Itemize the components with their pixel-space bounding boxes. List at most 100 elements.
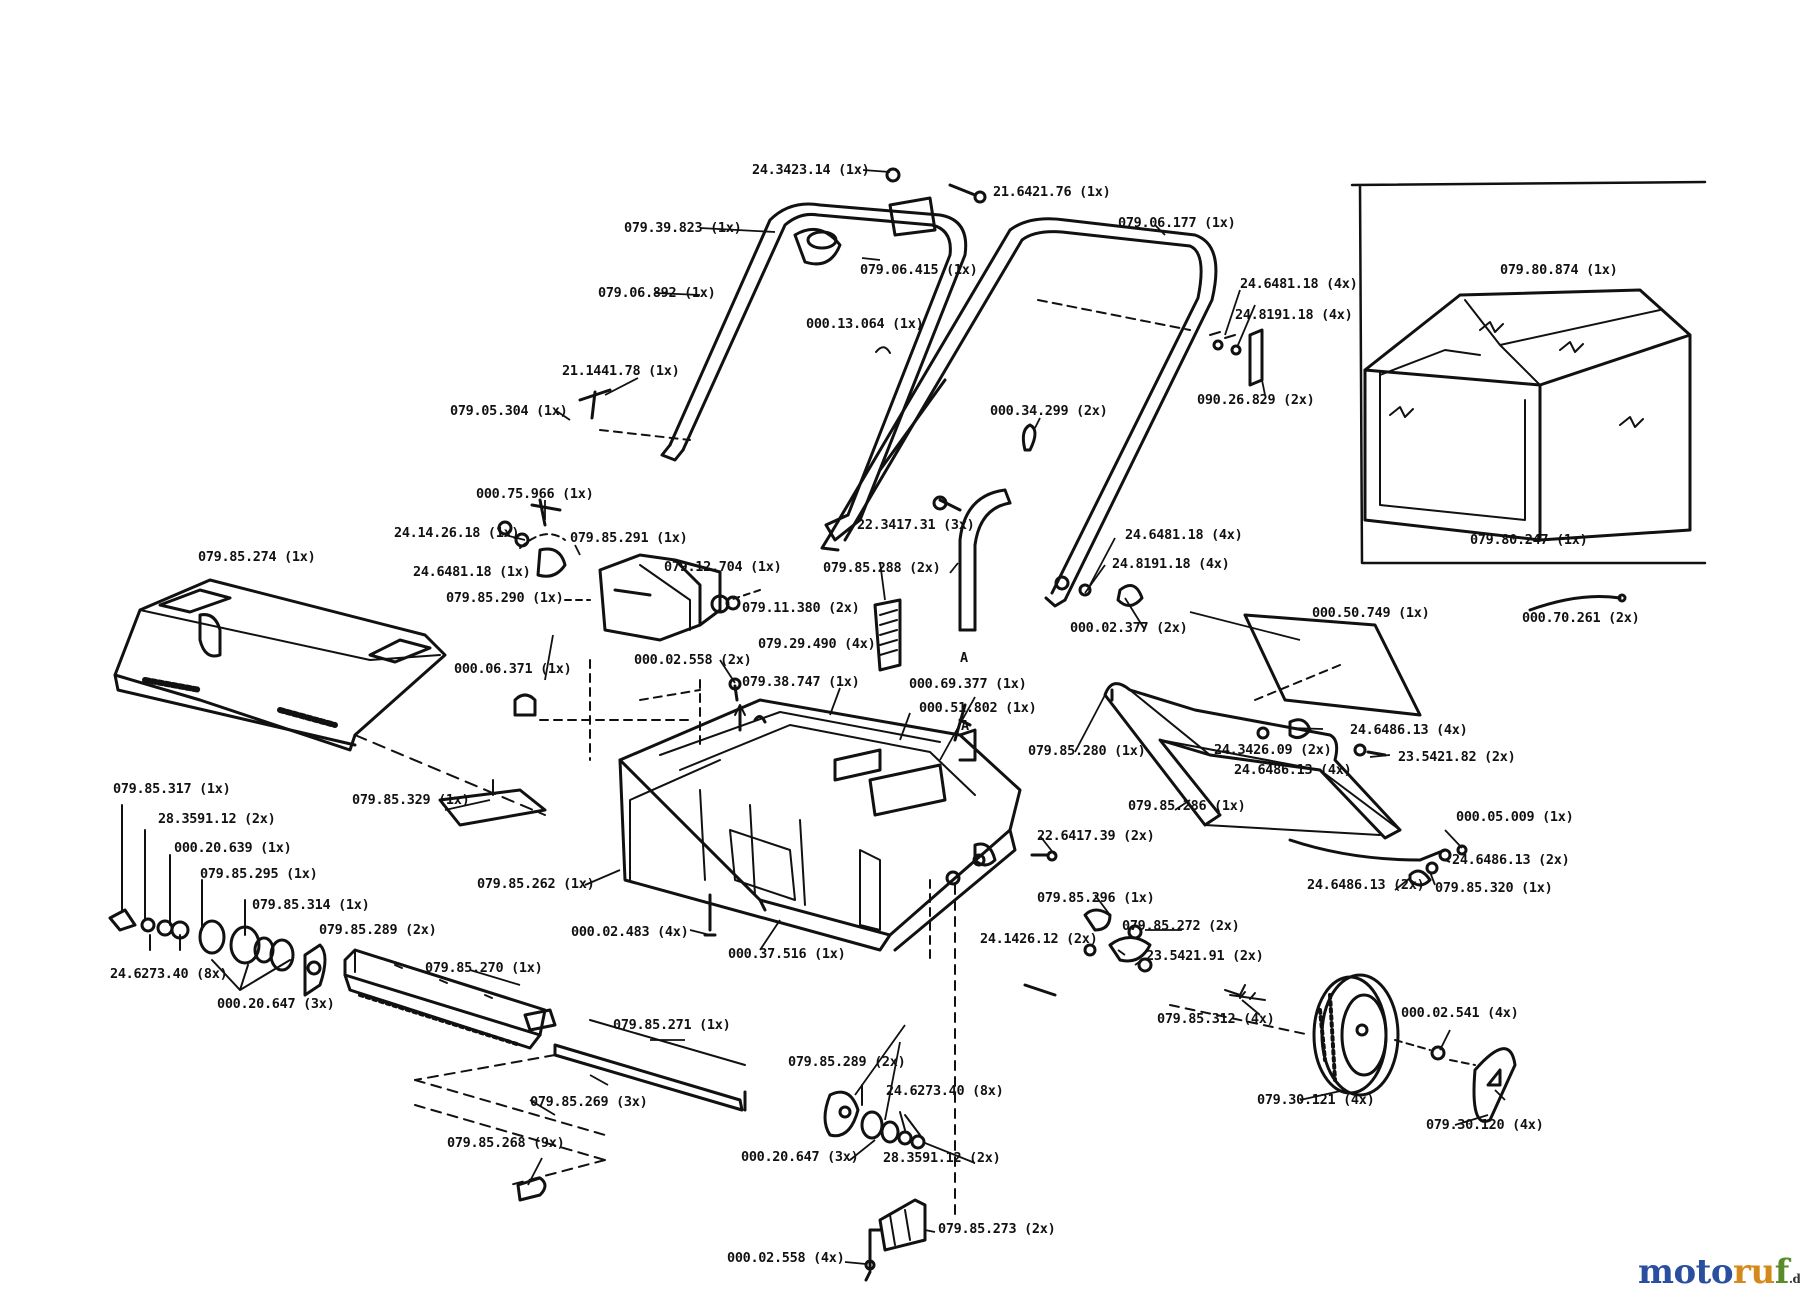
watermark-part-3: f (1774, 1252, 1790, 1292)
deck-housing (618, 698, 1058, 1216)
leader-lines (444, 169, 1506, 1265)
part-label-079-85-314: 079.85.314 (1x) (252, 897, 370, 913)
part-label-079-85-262: 079.85.262 (1x) (477, 876, 595, 892)
part-label-000-20-647-a: 000.20.647 (3x) (217, 996, 335, 1012)
part-label-23-5421-82: 23.5421.82 (2x) (1398, 749, 1516, 765)
part-label-000-20-639: 000.20.639 (1x) (174, 840, 292, 856)
part-label-000-02-377: 000.02.377 (2x) (1070, 620, 1188, 636)
tine-rod (414, 1019, 747, 1186)
part-label-24-8191-18-a: 24.8191.18 (4x) (1235, 307, 1353, 323)
part-label-079-05-304: 079.05.304 (1x) (450, 403, 568, 419)
watermark-part-2: ru (1733, 1252, 1775, 1292)
part-label-21-6421-76: 21.6421.76 (1x) (993, 184, 1111, 200)
tine-blade (516, 1176, 547, 1202)
part-label-24-6486-13-c: 24.6486.13 (2x) (1452, 852, 1570, 868)
part-label-079-85-295: 079.85.295 (1x) (200, 866, 318, 882)
motor-cover (113, 578, 546, 816)
part-label-079-85-268: 079.85.268 (9x) (447, 1135, 565, 1151)
part-label-24-6486-13-d: 24.6486.13 (2x) (1307, 877, 1425, 893)
watermark-part-4: .de (1788, 1272, 1800, 1286)
left-axle-stack (108, 804, 327, 997)
part-label-079-85-291: 079.85.291 (1x) (570, 530, 688, 546)
part-label-079-85-280: 079.85.280 (1x) (1028, 743, 1146, 759)
part-label-000-02-558-a: 000.02.558 (2x) (634, 652, 752, 668)
part-label-21-1441-78: 21.1441.78 (1x) (562, 363, 680, 379)
part-label-079-30-120: 079.30.120 (4x) (1426, 1117, 1544, 1133)
part-label-079-39-823: 079.39.823 (1x) (624, 220, 742, 236)
part-label-090-26-829: 090.26.829 (2x) (1197, 392, 1315, 408)
part-label-24-6486-13-a: 24.6486.13 (4x) (1350, 722, 1468, 738)
part-label-24-14-26-18: 24.14.26.18 (1x) (394, 525, 520, 541)
watermark-part-1: moto (1638, 1252, 1734, 1292)
part-label-24-6273-40-a: 24.6273.40 (8x) (110, 966, 228, 982)
rear-flap (1103, 613, 1422, 840)
marker-a-left: A (960, 650, 968, 666)
marker-a-right: A (961, 718, 969, 734)
part-label-079-85-288: 079.85.288 (2x) (823, 560, 941, 576)
part-label-000-70-261: 000.70.261 (2x) (1522, 610, 1640, 626)
part-label-079-85-272: 079.85.272 (2x) (1122, 918, 1240, 934)
part-label-079-85-290: 079.85.290 (1x) (446, 590, 564, 606)
part-label-079-85-286: 079.85.286 (1x) (1128, 798, 1246, 814)
part-label-000-51-802: 000.51.802 (1x) (919, 700, 1037, 716)
hub-cap (1472, 1047, 1517, 1123)
part-label-079-85-312: 079.85.312 (4x) (1157, 1011, 1275, 1027)
part-label-079-06-177: 079.06.177 (1x) (1118, 215, 1236, 231)
wheel-fixings (1023, 908, 1311, 1036)
part-label-24-6481-18-b: 24.6481.18 (4x) (1125, 527, 1243, 543)
part-label-079-85-271: 079.85.271 (1x) (613, 1017, 731, 1033)
grass-bag-inset (1350, 180, 1707, 565)
part-label-079-85-273: 079.85.273 (2x) (938, 1221, 1056, 1237)
part-label-23-5421-91: 23.5421.91 (2x) (1146, 948, 1264, 964)
part-label-000-02-483: 000.02.483 (4x) (571, 924, 689, 940)
part-label-24-8191-18-b: 24.8191.18 (4x) (1112, 556, 1230, 572)
part-label-000-20-647-b: 000.20.647 (3x) (741, 1149, 859, 1165)
part-label-079-85-289-a: 079.85.289 (2x) (319, 922, 437, 938)
part-label-079-85-274: 079.85.274 (1x) (198, 549, 316, 565)
part-label-079-06-892: 079.06.892 (1x) (598, 285, 716, 301)
part-label-079-85-296: 079.85.296 (1x) (1037, 890, 1155, 906)
part-label-079-80-874: 079.80.874 (1x) (1500, 262, 1618, 278)
part-label-000-06-371: 000.06.371 (1x) (454, 661, 572, 677)
axle-bracket (864, 1198, 927, 1282)
tine-shaft (343, 948, 557, 1050)
part-label-079-85-317: 079.85.317 (1x) (113, 781, 231, 797)
cable-part (1528, 593, 1627, 612)
handle-fixings-left (497, 388, 691, 578)
part-label-22-6417-39: 22.6417.39 (2x) (1037, 828, 1155, 844)
part-label-000-02-558-b: 000.02.558 (4x) (727, 1250, 845, 1266)
part-label-079-38-747: 079.38.747 (1x) (742, 674, 860, 690)
part-label-079-85-329: 079.85.329 (1x) (352, 792, 470, 808)
part-label-000-02-541: 000.02.541 (4x) (1401, 1005, 1519, 1021)
part-label-000-05-009: 000.05.009 (1x) (1456, 809, 1574, 825)
wheel (1312, 973, 1476, 1097)
part-label-24-3426-09: 24.3426.09 (2x) (1214, 742, 1332, 758)
part-label-079-85-320: 079.85.320 (1x) (1435, 880, 1553, 896)
lower-handle (820, 217, 1218, 608)
upper-handle (660, 167, 987, 542)
part-label-079-29-490: 079.29.490 (4x) (758, 636, 876, 652)
part-label-079-30-121: 079.30.121 (4x) (1257, 1092, 1375, 1108)
motoruf-watermark-logo: motoruf.de (1638, 1252, 1800, 1292)
part-label-24-6481-18-c: 24.6481.18 (1x) (413, 564, 531, 580)
part-label-000-34-299: 000.34.299 (2x) (990, 403, 1108, 419)
part-label-000-75-966: 000.75.966 (1x) (476, 486, 594, 502)
motor-unit (539, 553, 761, 761)
part-label-28-3591-12-a: 28.3591.12 (2x) (158, 811, 276, 827)
part-label-24-6486-13-b: 24.6486.13 (4x) (1234, 762, 1352, 778)
part-label-079-12-704: 079.12.704 (1x) (664, 559, 782, 575)
part-label-079-11-380: 079.11.380 (2x) (742, 600, 860, 616)
part-label-000-69-377: 000.69.377 (1x) (909, 676, 1027, 692)
part-label-079-06-415: 079.06.415 (1x) (860, 262, 978, 278)
part-label-000-13-064: 000.13.064 (1x) (806, 316, 924, 332)
part-label-079-85-269: 079.85.269 (3x) (530, 1094, 648, 1110)
part-label-079-85-270: 079.85.270 (1x) (425, 960, 543, 976)
part-label-24-6273-40-b: 24.6273.40 (8x) (886, 1083, 1004, 1099)
part-label-000-50-749: 000.50.749 (1x) (1312, 605, 1430, 621)
part-label-22-3417-31: 22.3417.31 (3x) (857, 517, 975, 533)
part-label-000-37-516: 000.37.516 (1x) (728, 946, 846, 962)
part-label-079-85-289-b: 079.85.289 (2x) (788, 1054, 906, 1070)
part-label-24-6481-18-a: 24.6481.18 (4x) (1240, 276, 1358, 292)
